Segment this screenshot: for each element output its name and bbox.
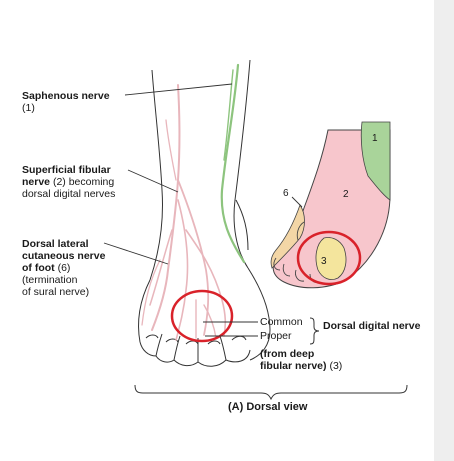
deep-fibular-line1: (from deep [260, 348, 315, 360]
region-6 [270, 204, 305, 269]
region-2 [272, 129, 391, 289]
leader-lines [103, 83, 303, 337]
nerve-branches [141, 63, 246, 341]
leg-foot-outline [137, 59, 271, 367]
saphenous-name: Saphenous nerve [22, 90, 110, 102]
deep-fibular-line2-rest: (3) [326, 360, 343, 372]
superficial-line2-rest: (2) becoming [50, 176, 115, 188]
region-3 [315, 237, 347, 280]
dorsal-lateral-line2: cutaneous nerve [22, 250, 106, 262]
label-proper: Proper [260, 330, 292, 342]
highlight-circle-dermatome [296, 230, 362, 286]
dorsal-lateral-line5: of sural nerve) [22, 286, 90, 298]
region-number-6: 6 [283, 188, 289, 199]
region-number-2: 2 [343, 189, 349, 200]
superficial-line1: Superficial fibular [22, 164, 111, 176]
brace-bottom [134, 384, 408, 401]
superficial-line2-bold: nerve [22, 176, 51, 188]
saphenous-num: (1) [22, 102, 35, 114]
dorsal-lateral-line4: (termination [22, 274, 78, 286]
label-deep-fibular: (from deep fibular nerve) (3) [260, 348, 342, 372]
region-number-3: 3 [321, 256, 327, 267]
label-dorsal-digital-nerve: Dorsal digital nerve [323, 320, 421, 332]
dorsal-lateral-line3-bold: of foot [22, 262, 55, 274]
region-1 [360, 121, 391, 201]
side-strip [434, 0, 454, 461]
label-saphenous: Saphenous nerve (1) [22, 90, 110, 114]
dorsal-lateral-line3-rest: (6) [54, 262, 71, 274]
figure-caption: (A) Dorsal view [228, 401, 308, 413]
highlight-circle-main [170, 289, 234, 343]
region-number-1: 1 [372, 133, 378, 144]
deep-fibular-line2-bold: fibular nerve) [260, 360, 327, 372]
superficial-line3: dorsal digital nerves [22, 188, 116, 200]
dorsal-lateral-line1: Dorsal lateral [22, 238, 89, 250]
label-superficial-fibular: Superficial fibular nerve (2) becoming d… [22, 164, 115, 200]
brace-dorsal-digital [309, 317, 320, 345]
label-common: Common [260, 316, 303, 328]
label-dorsal-lateral-cutaneous: Dorsal lateral cutaneous nerve of foot (… [22, 238, 105, 298]
dermatome-foot [270, 121, 391, 289]
